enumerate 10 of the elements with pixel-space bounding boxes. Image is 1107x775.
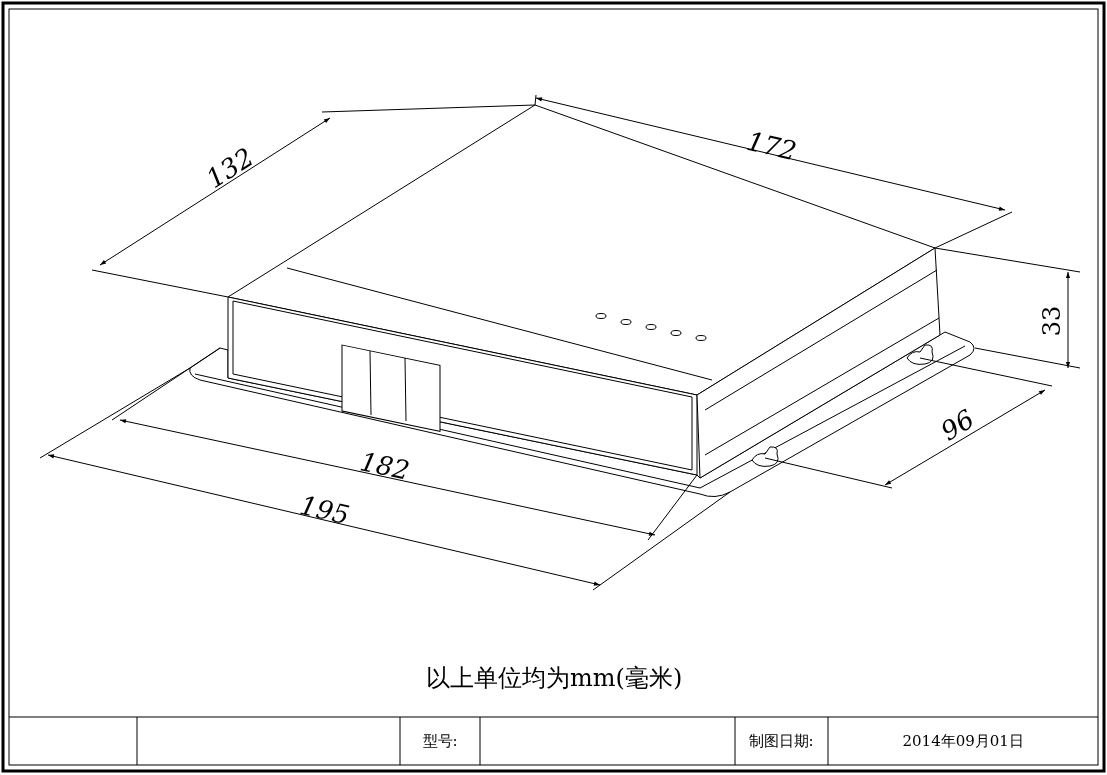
drawing-date-label: 制图日期: — [748, 733, 814, 749]
dimension-value: 96 — [936, 405, 978, 445]
dimension-value: 195 — [297, 491, 352, 529]
date-value: 2014年09月01日 — [902, 733, 1024, 749]
dimension-value: 132 — [201, 143, 258, 193]
dimension-value: 182 — [357, 448, 412, 484]
model-label: 型号: — [422, 733, 458, 749]
dimension-value: 172 — [744, 127, 799, 165]
units-note: 以上单位均为mm(毫米) — [426, 666, 683, 690]
dimension-value: 33 — [1039, 305, 1064, 337]
